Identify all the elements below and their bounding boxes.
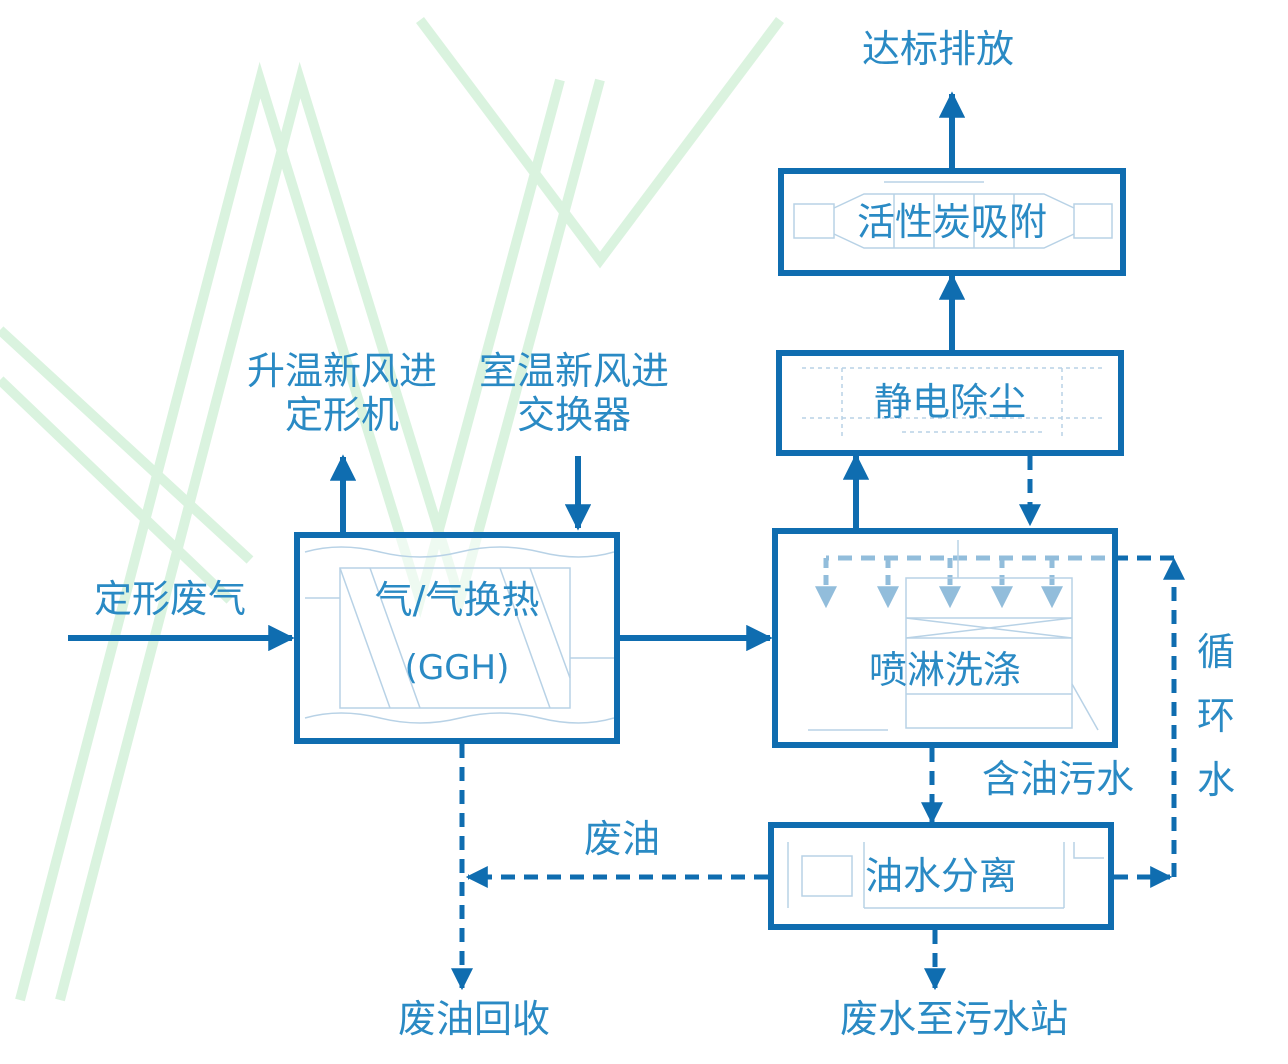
activated-carbon-sketch bbox=[793, 181, 1113, 249]
discharge-label: 达标排放 bbox=[862, 27, 1015, 71]
circulating-water-char-3: 水 bbox=[1196, 758, 1235, 802]
ggh-sketch bbox=[304, 546, 614, 724]
spray-scrubber-sketch bbox=[808, 540, 1099, 731]
spray-scrubber-box: 喷淋洗涤 bbox=[772, 528, 1118, 748]
electrostatic-label: 静电除尘 bbox=[873, 380, 1026, 424]
room-air-line2: 交换器 bbox=[516, 392, 631, 437]
oil-water-sketch bbox=[787, 842, 1104, 909]
electrostatic-precipitator-box: 静电除尘 bbox=[776, 350, 1124, 456]
spray-scrubber-label: 喷淋洗涤 bbox=[868, 648, 1021, 692]
oily-wastewater-label: 含油污水 bbox=[982, 757, 1135, 801]
room-air-line1: 室温新风进 bbox=[478, 349, 669, 393]
activated-carbon-label: 活性炭吸附 bbox=[856, 200, 1047, 244]
ggh-heat-exchanger-box: 气/气换热 (GGH) bbox=[294, 532, 620, 744]
ggh-label-line1: 气/气换热 bbox=[374, 578, 540, 622]
wastewater-to-station-label: 废水至污水站 bbox=[840, 997, 1069, 1041]
warm-air-line2: 定形机 bbox=[284, 392, 399, 437]
circulating-water-char-1: 循 bbox=[1196, 630, 1235, 674]
exhaust-in-label: 定形废气 bbox=[94, 577, 247, 621]
oil-water-separator-box: 油水分离 bbox=[768, 822, 1114, 930]
warm-air-label: 升温新风进 定形机 bbox=[236, 349, 448, 437]
waste-oil-label: 废油 bbox=[584, 817, 661, 861]
watermark bbox=[0, 17, 784, 1002]
ggh-label-line2: (GGH) bbox=[404, 648, 510, 688]
oil-water-separator-label: 油水分离 bbox=[864, 854, 1017, 898]
circulating-water-char-2: 环 bbox=[1196, 694, 1235, 738]
warm-air-line1: 升温新风进 bbox=[246, 349, 437, 393]
circulating-water-label: 循 环 水 bbox=[1192, 620, 1240, 812]
room-air-label: 室温新风进 交换器 bbox=[468, 349, 680, 437]
electrostatic-sketch bbox=[802, 367, 1102, 436]
activated-carbon-box: 活性炭吸附 bbox=[778, 168, 1126, 276]
waste-oil-recovery-label: 废油回收 bbox=[398, 997, 551, 1041]
